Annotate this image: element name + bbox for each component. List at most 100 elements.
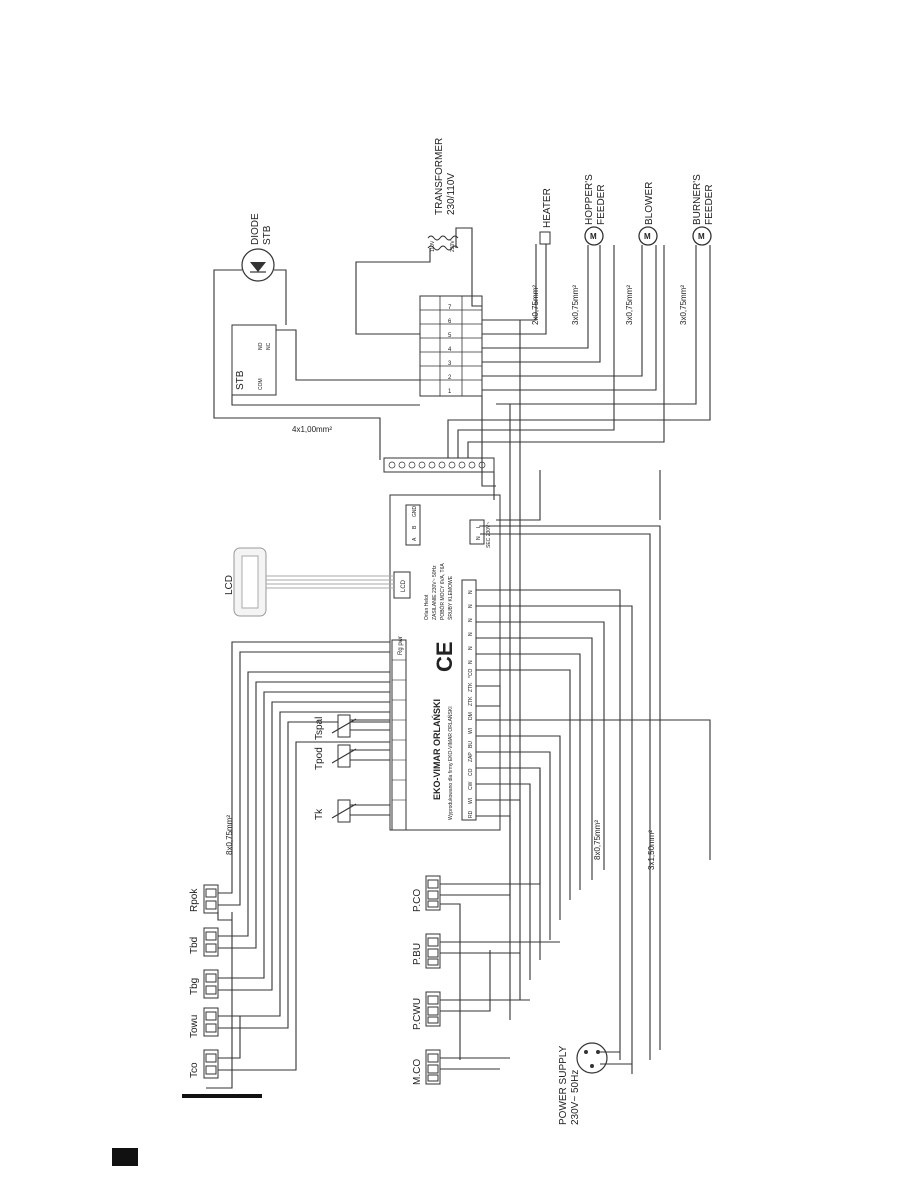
term-label: CW [468,781,474,790]
pump-pbu: P.BU [412,933,441,969]
cable-label: 3x0,75mm² [625,285,634,325]
thermistor-label: Tk [314,808,325,820]
tb-num: 1 [448,389,452,395]
sensor-label: Tbd [189,937,200,954]
pump-wires [440,770,560,1070]
sensor-label: Tco [189,1062,200,1078]
tb-num: 5 [448,333,452,339]
tb-num: 2 [448,375,452,381]
motor-symbol: M [590,232,597,241]
sensor-label: Tbg [189,978,200,995]
output-terminals [461,579,477,821]
sec-n: N [476,536,482,540]
term-label: BU [468,741,474,748]
page-marker [112,1148,138,1166]
term-label: CO [468,768,474,776]
bus-bar [383,457,495,473]
blower-label: BLOWER [644,182,655,225]
pump-label: P.BU [412,943,423,965]
stb-com: COM [258,378,264,390]
model-label: Orlan Helot [424,594,430,620]
term-label: DM [468,712,474,720]
sensor-towu: Towu [189,1007,219,1038]
transformer-sec: 110V [430,240,436,252]
spec-label: ŚRUBY KLEMOWE [446,575,454,620]
pump-mco: M.CO [412,1049,441,1085]
transformer-rating: 230/110V [446,173,457,215]
motor-symbol: M [698,232,705,241]
blower-motor: M BLOWER [638,182,658,246]
transformer-label: TRANSFORMER [434,138,445,215]
sensor-group: Rpok Tbd Tbg Towu Tco [189,884,219,1079]
thermistor-tpod: Tpod [314,744,392,770]
diode-stb: DIODE STB [241,213,275,282]
sensor-tco: Tco [189,1049,219,1079]
transformer-pri: 230V [450,240,456,252]
pump-pcwu: P.CWU [412,991,441,1030]
ce-mark: CE [432,641,457,672]
heater-label: HEATER [542,188,553,228]
burner-label: BURNER'S [692,174,703,225]
thermistor-tk: Tk [314,799,392,823]
stb-nc: NC [266,342,272,350]
cable-label: 8x0,75mm² [225,815,234,855]
thermistor-tspal: Tspal [314,714,392,740]
tb-num: 6 [448,319,452,325]
power-supply: POWER SUPPLY 230V~ 50Hz [558,1042,632,1125]
sensor-label: Towu [189,1015,200,1038]
sensor-wires [206,641,392,1089]
term-label: ZTK [468,682,474,692]
hopper-label: FEEDER [596,184,607,225]
cable-label: 4x1,00mm² [292,425,332,434]
transformer: TRANSFORMER 230/110V 110V 230V [427,138,459,252]
lcd-port-label: LCD [401,579,407,592]
term-label: N [468,590,474,594]
spec-label: ZASILANIE 230V~ 50Hz [432,565,438,620]
pump-group: P.CO P.BU P.CWU M.CO [412,875,441,1085]
cable-label: 3x0,75mm² [571,285,580,325]
terminal-block: 1 2 3 4 5 6 7 [419,295,483,397]
lcd-label: LCD [224,575,235,595]
term-label: WI [468,728,474,734]
tb-num: 3 [448,361,452,367]
brand-label: EKO-VIMAR ORLAŃSKI [432,699,442,800]
rs-connector [405,504,421,546]
diode-label: DIODE [250,213,261,245]
term-label: N [468,632,474,636]
term-label: WI [468,798,474,804]
hopper-label: HOPPER'S [584,174,595,225]
pump-label: M.CO [412,1059,423,1085]
cable-label: 3x0,75mm² [679,285,688,325]
sensor-label: Rpok [189,888,200,912]
sensor-rpok: Rpok [189,884,219,914]
heater: HEATER [539,188,553,245]
term-label: RD [468,810,474,818]
hopper-feeder-motor: M HOPPER'S FEEDER [584,174,607,246]
controller-board: Rg pwr LCD A B GND CE EKO-VIMAR ORLAŃSKI… [389,494,501,831]
pwr-label: Rg pwr [398,636,404,655]
motor-symbol: M [644,232,651,241]
tb-num: 4 [448,347,452,353]
diode-sub-label: STB [262,225,273,245]
rs-gnd: GND [412,506,418,518]
output-wires [476,470,711,1074]
thermistor-label: Tpod [314,747,325,770]
spec-label: POBÓR MOCY 6VA, T6A [439,563,446,620]
power-label: POWER SUPPLY [558,1045,569,1125]
burner-label: FEEDER [704,184,715,225]
stb-no: NO [258,342,264,350]
sec-l: L [476,525,482,528]
term-label: N [468,646,474,650]
scale-bar [182,1094,262,1098]
term-label: ZTK [468,696,474,706]
sensor-tbg: Tbg [189,969,219,999]
pump-pco: P.CO [412,875,441,912]
sensor-tbd: Tbd [189,927,219,957]
tb-num: 7 [448,305,452,311]
cable-label: 8x0,75mm² [593,820,602,860]
pump-label: P.CO [412,889,423,912]
made-label: Wyprodukowano dla firmy EKO-VIMAR ORLAŃS… [447,706,454,820]
cable-label: 2x0,75mm² [531,285,540,325]
term-label: *CO [468,668,474,678]
rs-a: A [412,537,418,541]
